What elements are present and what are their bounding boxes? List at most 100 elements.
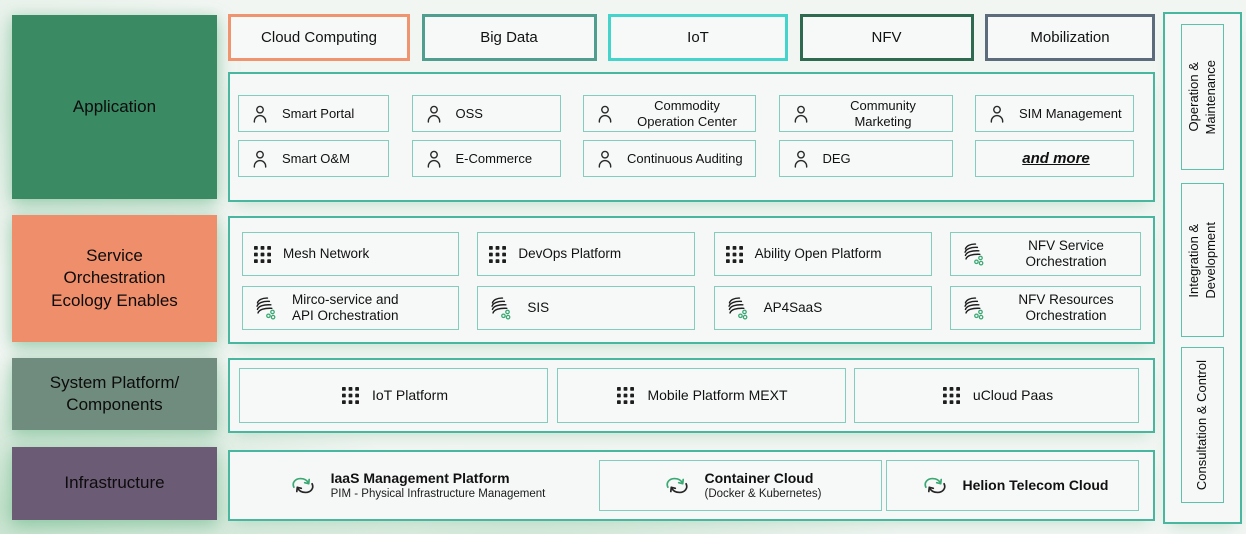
lifecycle-sidebar: Operation & Maintenance Integration & De… — [1163, 12, 1242, 524]
user-icon — [595, 104, 615, 124]
cloud-sync-icon — [920, 474, 950, 497]
item-label: DevOps Platform — [518, 245, 622, 261]
infrastructure-item: Helion Telecom Cloud — [886, 460, 1139, 511]
orchestration-icon — [962, 295, 988, 321]
orchestration-item: Ability Open Platform — [713, 232, 932, 276]
item-label: uCloud Paas — [972, 387, 1054, 404]
application-item: SIM Management — [975, 95, 1134, 132]
orchestration-icon — [726, 295, 752, 321]
item-label: Smart O&M — [282, 150, 350, 166]
item-title: Helion Telecom Cloud — [962, 476, 1109, 493]
infrastructure-item-text: Helion Telecom Cloud — [963, 477, 1109, 495]
technology-tab: IoT — [608, 14, 788, 61]
layer-label-text: Infrastructure — [64, 473, 165, 493]
sidebar-section: Operation & Maintenance — [1181, 24, 1224, 170]
technology-tab: NFV — [799, 14, 974, 61]
orchestration-item: AP4SaaS — [713, 286, 932, 330]
item-title: IaaS Management Platform — [330, 469, 510, 486]
cloud-sync-icon — [288, 474, 318, 497]
item-label: NFV Service Orchestration — [1025, 237, 1107, 269]
grid-icon — [489, 245, 507, 263]
orchestration-icon — [254, 295, 280, 321]
orchestration-item: Mirco-service and API Orchestration — [242, 286, 459, 330]
platform-item: uCloud Paas — [854, 368, 1139, 423]
sidebar-section-label: Consultation & Control — [1194, 359, 1210, 491]
item-subtitle: PIM - Physical Infrastructure Management — [330, 488, 546, 501]
infrastructure-panel: IaaS Management Platform PIM - Physical … — [228, 450, 1155, 521]
tab-label: Cloud Computing — [261, 29, 377, 46]
item-label: IoT Platform — [372, 387, 448, 404]
item-label: E-Commerce — [455, 150, 533, 166]
application-item: Commodity Operation Center — [583, 95, 756, 132]
application-panel: Smart Portal OSS Commodity Operation Cen… — [228, 72, 1155, 202]
cloud-sync-icon — [662, 474, 692, 497]
item-label: Community Marketing — [850, 97, 916, 129]
layer-label: Service Orchestration Ecology Enables — [12, 215, 217, 342]
application-item: and more — [975, 140, 1134, 177]
orchestration-panel: Mesh Network DevOps Platform Ability Ope… — [228, 216, 1155, 344]
application-item: Community Marketing — [778, 95, 953, 132]
tab-row: Cloud Computing Big Data IoT NFV Mobiliz… — [228, 14, 1155, 61]
platform-panel: IoT Platform Mobile Platform MEXT uCloud… — [228, 358, 1155, 433]
technology-tab: Cloud Computing — [228, 14, 410, 61]
application-item: E-Commerce — [411, 140, 561, 177]
tab-label: NFV — [871, 29, 902, 46]
item-label: Mobile Platform MEXT — [647, 387, 788, 404]
item-label: NFV Resources Orchestration — [1018, 291, 1114, 323]
user-icon — [791, 149, 811, 169]
application-item: Smart O&M — [238, 140, 389, 177]
technology-tab: Mobilization — [985, 14, 1155, 61]
layer-label: Application — [12, 15, 217, 199]
layer-label: Infrastructure — [12, 447, 217, 520]
application-item: DEG — [778, 140, 953, 177]
tab-label: Mobilization — [1030, 29, 1110, 46]
infrastructure-item-text: Container Cloud (Docker & Kubernetes) — [705, 470, 822, 502]
orchestration-item: SIS — [477, 286, 696, 330]
infrastructure-item: Container Cloud (Docker & Kubernetes) — [598, 460, 882, 511]
item-subtitle: (Docker & Kubernetes) — [704, 488, 822, 501]
item-label: Ability Open Platform — [754, 245, 882, 261]
item-label: OSS — [455, 105, 483, 121]
infrastructure-item: IaaS Management Platform PIM - Physical … — [236, 460, 594, 511]
orchestration-icon — [489, 295, 515, 321]
user-icon — [424, 104, 444, 124]
grid-icon — [342, 387, 359, 404]
item-label: Commodity Operation Center — [637, 97, 737, 129]
orchestration-item: Mesh Network — [242, 232, 459, 276]
orchestration-item: NFV Resources Orchestration — [949, 286, 1141, 330]
orchestration-icon — [962, 241, 988, 267]
platform-item: IoT Platform — [239, 368, 548, 423]
item-title: Container Cloud — [704, 469, 814, 486]
sidebar-section: Integration & Development — [1181, 183, 1224, 337]
layer-label-text: System Platform/ Components — [49, 372, 180, 414]
item-label: SIM Management — [1019, 105, 1122, 121]
item-label: SIS — [527, 299, 550, 315]
sidebar-section: Consultation & Control — [1181, 347, 1224, 503]
user-icon — [424, 149, 444, 169]
grid-icon — [617, 387, 635, 404]
orchestration-item: DevOps Platform — [477, 232, 696, 276]
sidebar-section-label: Operation & Maintenance — [1185, 59, 1218, 135]
user-icon — [791, 104, 811, 124]
item-label: Mirco-service and API Orchestration — [292, 291, 399, 323]
tab-label: IoT — [687, 29, 709, 46]
item-label: Smart Portal — [282, 105, 355, 121]
orchestration-item: NFV Service Orchestration — [949, 232, 1141, 276]
application-item: Continuous Auditing — [583, 140, 756, 177]
item-label: Continuous Auditing — [627, 150, 743, 166]
tab-label: Big Data — [480, 29, 538, 46]
layer-label: System Platform/ Components — [12, 358, 217, 430]
application-item: Smart Portal — [238, 95, 389, 132]
layer-label-text: Service Orchestration Ecology Enables — [51, 246, 178, 310]
user-icon — [250, 149, 270, 169]
item-label: and more — [1022, 149, 1090, 167]
grid-icon — [254, 245, 271, 263]
layer-label-text: Application — [72, 96, 157, 116]
item-label: AP4SaaS — [763, 299, 823, 315]
application-item: OSS — [411, 95, 561, 132]
user-icon — [595, 149, 615, 169]
grid-icon — [942, 387, 960, 404]
grid-icon — [725, 245, 743, 263]
user-icon — [987, 104, 1007, 124]
